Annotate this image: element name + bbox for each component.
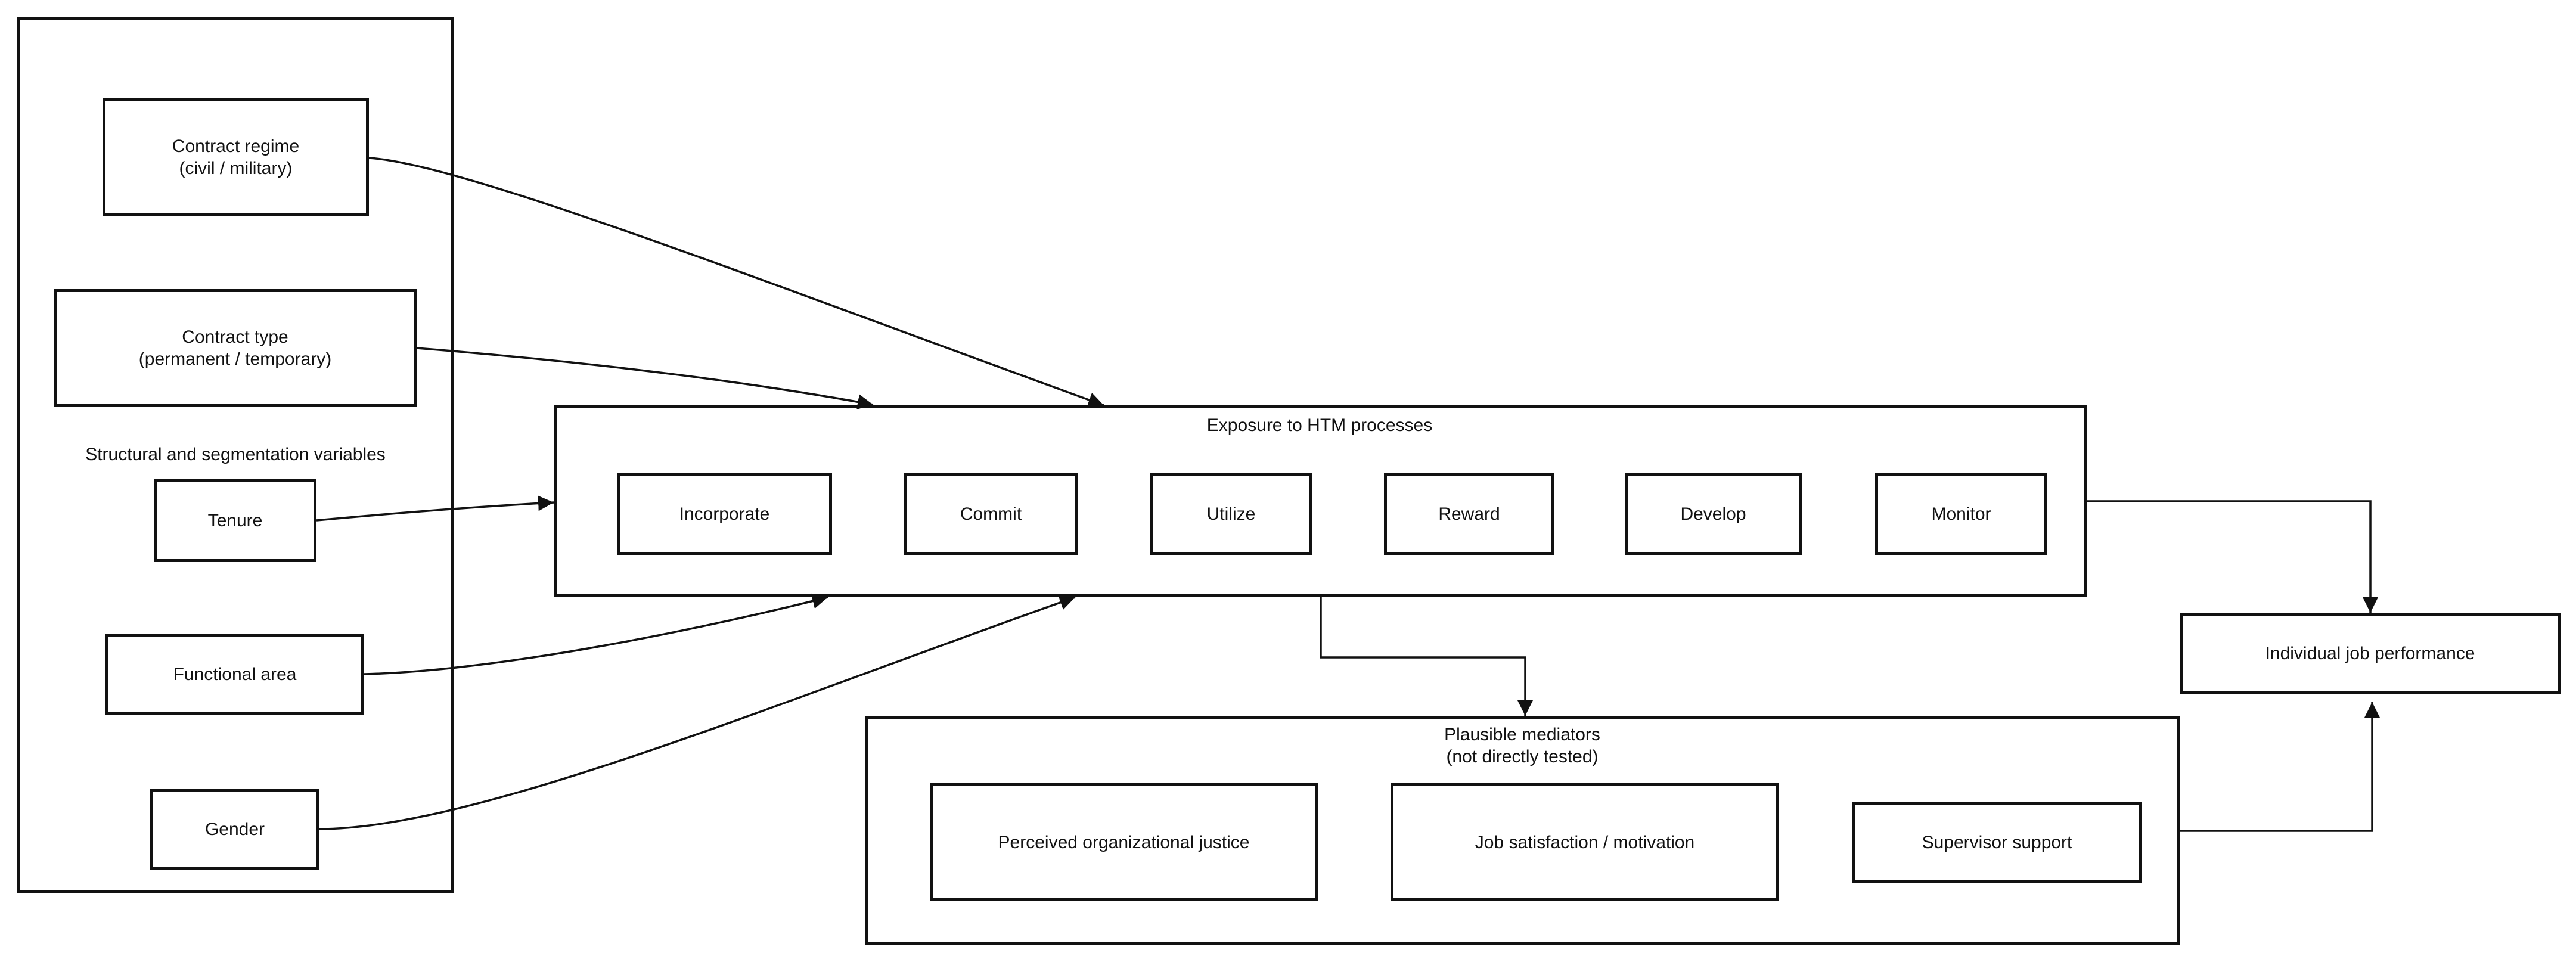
- edge-contract-regime-to-htm: [368, 157, 1104, 408]
- htm-process-label: Utilize: [1206, 504, 1256, 524]
- htm-group: [554, 405, 2087, 597]
- functional-area-label: Functional area: [173, 665, 297, 684]
- tenure-node[interactable]: Tenure: [154, 479, 316, 562]
- edge-tenure-to-htm: [316, 495, 554, 522]
- htm-process-develop[interactable]: Develop: [1625, 473, 1802, 555]
- mediator-justice-node[interactable]: Perceived organizational justice: [930, 783, 1318, 901]
- edge-functional-area-to-htm: [364, 593, 828, 675]
- htm-process-utilize[interactable]: Utilize: [1150, 473, 1312, 555]
- htm-process-monitor[interactable]: Monitor: [1875, 473, 2047, 555]
- mediators-group-title: Plausible mediators (not directly tested…: [1444, 725, 1600, 766]
- mediator-support-node[interactable]: Supervisor support: [1852, 802, 2142, 883]
- htm-process-label: Reward: [1438, 504, 1500, 524]
- mediator-justice-label: Perceived organizational justice: [998, 832, 1250, 852]
- mediator-satisfaction-label: Job satisfaction / motivation: [1475, 832, 1695, 852]
- edge-contract-type-to-htm: [416, 347, 874, 410]
- htm-process-label: Monitor: [1931, 504, 1991, 524]
- job-performance-label: Individual job performance: [2265, 644, 2475, 663]
- edge-htm-to-performance: [2087, 500, 2378, 613]
- gender-node[interactable]: Gender: [150, 789, 319, 870]
- mediator-support-label: Supervisor support: [1922, 833, 2072, 852]
- job-performance-node[interactable]: Individual job performance: [2180, 613, 2561, 694]
- contract-type-node[interactable]: Contract type (permanent / temporary): [54, 289, 417, 407]
- tenure-label: Tenure: [207, 511, 263, 530]
- contract-regime-label: Contract regime (civil / military): [172, 136, 300, 178]
- structural-group-title: Structural and segmentation variables: [85, 445, 386, 464]
- structural-group: [17, 17, 454, 893]
- htm-process-incorporate[interactable]: Incorporate: [617, 473, 832, 555]
- functional-area-node[interactable]: Functional area: [105, 634, 364, 715]
- gender-label: Gender: [204, 820, 265, 839]
- htm-process-label: Incorporate: [679, 504, 770, 524]
- htm-process-label: Commit: [960, 504, 1022, 524]
- htm-group-title: Exposure to HTM processes: [1206, 415, 1433, 435]
- htm-process-label: Develop: [1680, 504, 1746, 524]
- edge-htm-to-mediators: [1320, 597, 1533, 716]
- edge-mediators-to-performance: [2180, 702, 2380, 832]
- mediator-satisfaction-node[interactable]: Job satisfaction / motivation: [1391, 783, 1779, 901]
- htm-process-commit[interactable]: Commit: [904, 473, 1078, 555]
- htm-process-reward[interactable]: Reward: [1384, 473, 1554, 555]
- mediators-group: [865, 716, 2180, 945]
- edge-gender-to-htm: [319, 595, 1076, 830]
- contract-type-label: Contract type (permanent / temporary): [138, 327, 332, 369]
- contract-regime-node[interactable]: Contract regime (civil / military): [103, 98, 369, 216]
